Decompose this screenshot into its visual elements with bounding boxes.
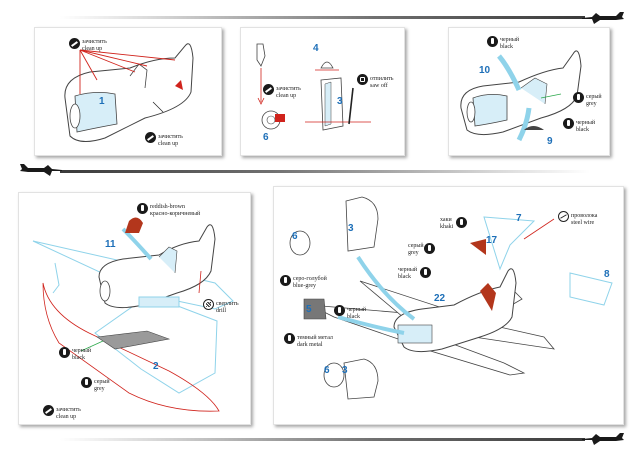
step-number: 5 [306, 304, 312, 315]
nose-parts-drawing [256, 43, 371, 131]
step-number: 3 [342, 365, 348, 376]
clean-up-icon [263, 84, 274, 95]
paint-pot-icon [487, 36, 498, 47]
step-number: 1 [99, 96, 105, 107]
paint-pot-icon [81, 377, 92, 388]
divider-bottom [60, 438, 585, 441]
step-number: 4 [313, 43, 319, 54]
aircraft-silhouette-icon [582, 12, 624, 24]
paint-pot-icon [456, 217, 467, 228]
step-number: 10 [479, 65, 491, 76]
step-number: 11 [105, 239, 116, 250]
step-number: 22 [434, 293, 446, 304]
step-number: 6 [324, 365, 330, 376]
divider-middle [60, 170, 590, 173]
step-number: 6 [292, 231, 298, 242]
aircraft-silhouette-icon [582, 433, 624, 445]
step-number: 7 [516, 213, 522, 224]
drill-icon [203, 299, 214, 310]
saw-icon [357, 74, 368, 85]
step-number: 6 [263, 132, 269, 143]
fuselage-drawing [64, 43, 194, 142]
clean-up-icon [43, 405, 54, 416]
paint-pot-icon [280, 275, 291, 286]
final-assembly-drawing [289, 196, 613, 400]
step-number: 2 [153, 361, 159, 372]
paint-pot-icon [563, 118, 574, 129]
step-number: 3 [337, 96, 343, 107]
step-number: 8 [604, 269, 610, 280]
aircraft-silhouette-icon [20, 164, 62, 176]
step-number: 17 [486, 235, 498, 246]
step-number: 3 [348, 223, 354, 234]
divider-top [60, 16, 585, 19]
paint-pot-icon [420, 267, 431, 278]
paint-pot-icon [137, 203, 148, 214]
steel-wire-icon [558, 211, 569, 222]
step-number: 9 [547, 136, 553, 147]
clean-up-icon [145, 132, 156, 143]
clean-up-icon [69, 38, 80, 49]
wing-assembly-drawing [32, 217, 234, 412]
cockpit-drawing [460, 50, 582, 142]
paint-pot-icon [424, 243, 435, 254]
paint-pot-icon [334, 305, 345, 316]
paint-pot-icon [573, 92, 584, 103]
paint-pot-icon [59, 347, 70, 358]
paint-pot-icon [284, 333, 295, 344]
